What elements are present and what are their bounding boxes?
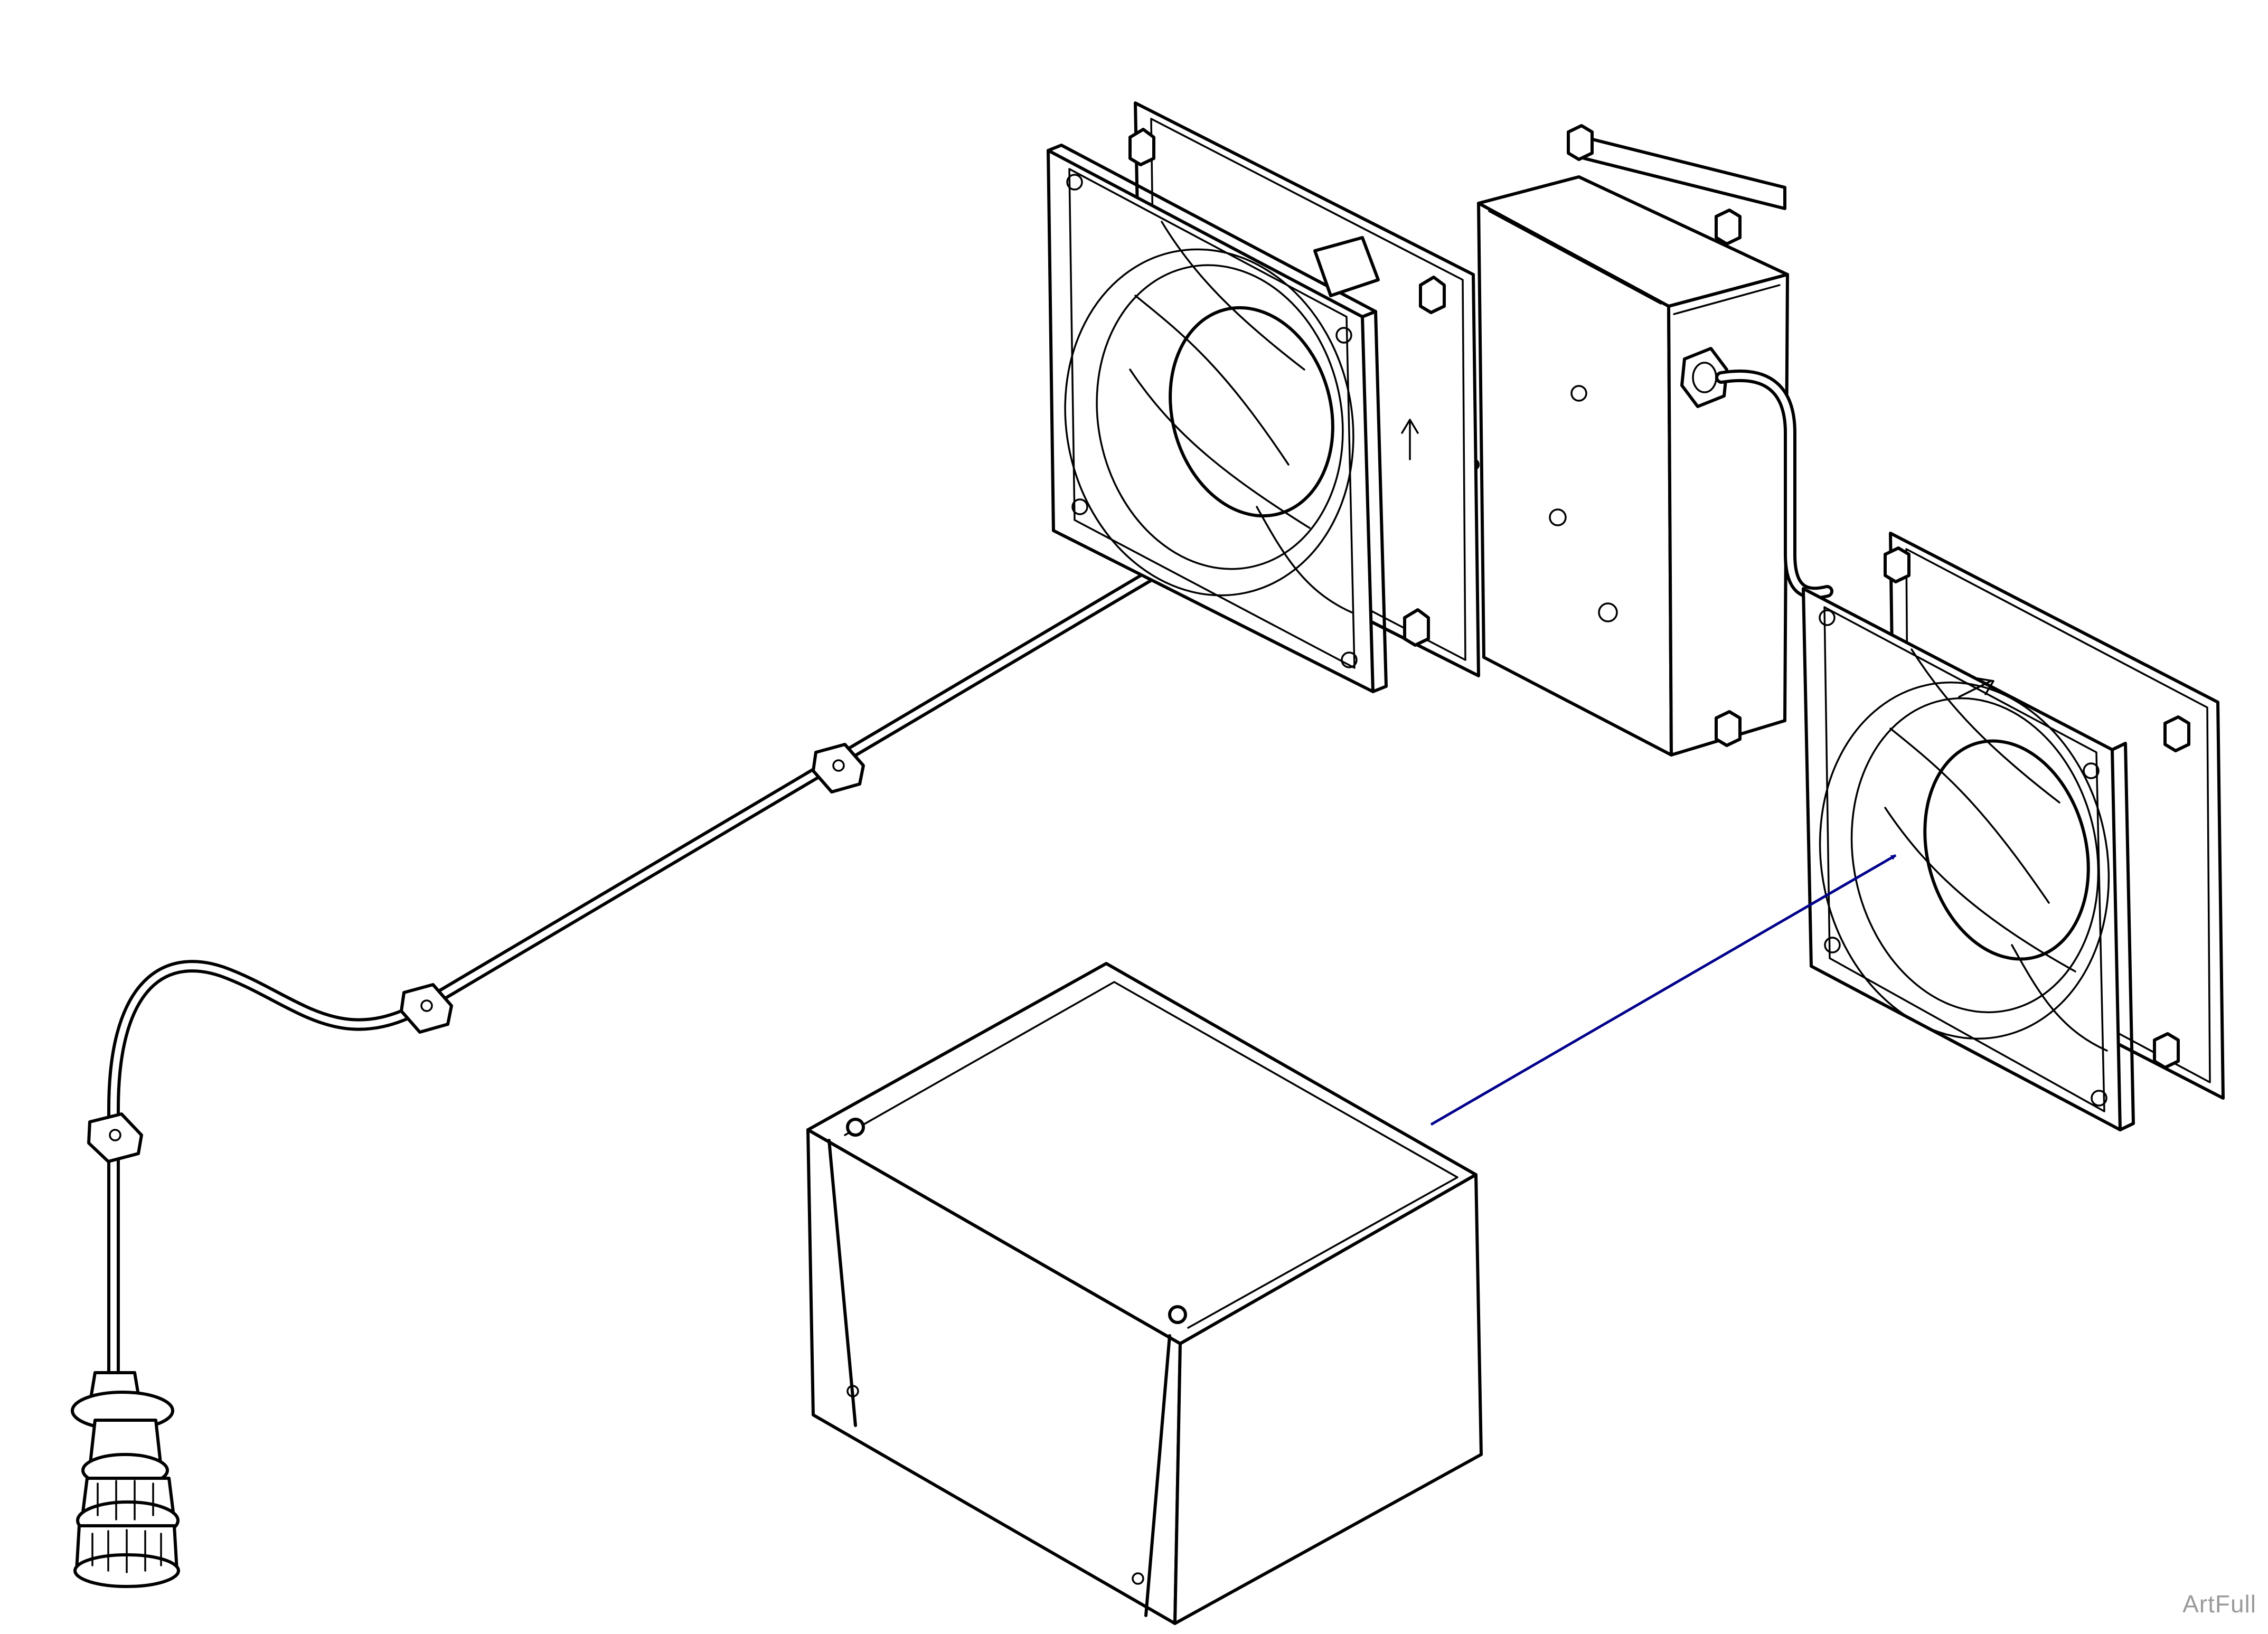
watermark-text: ArtFull (2182, 1590, 2256, 1618)
junction-box (1477, 124, 1789, 757)
cable-clip-3 (812, 743, 865, 794)
cooling-fan-upper (1047, 101, 1480, 693)
cover-box (806, 962, 1483, 1625)
cooling-fan-lower (1802, 532, 2225, 1131)
power-plug-connector (71, 1371, 180, 1588)
cable-clip-1 (87, 1112, 143, 1163)
cable-clip-2 (400, 983, 453, 1034)
callout-arrow (1430, 854, 1897, 1126)
